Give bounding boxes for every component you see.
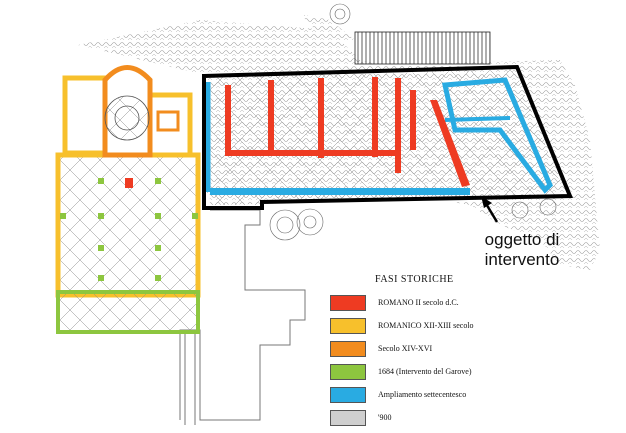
legend-swatch [330,294,366,311]
legend-swatch [330,340,366,357]
intervention-label-line2: intervento [484,250,560,269]
legend-item: Secolo XIV-XVI [330,337,530,360]
legend-items: ROMANO II secolo d.C. ROMANICO XII-XIII s… [330,291,530,429]
legend-item: '900 [330,406,530,429]
tree-icons [269,3,557,241]
modern-annex [179,209,306,425]
legend-item: ROMANICO XII-XIII secolo [330,314,530,337]
arrow-icon [481,196,499,223]
legend-swatch [330,386,366,403]
legend: FASI STORICHE ROMANO II secolo d.C.ROMAN… [330,274,530,429]
legend-label: 1684 (Intervento del Garove) [378,367,472,376]
legend-label: ROMANICO XII-XIII secolo [378,321,474,330]
legend-label: ROMANO II secolo d.C. [378,298,459,307]
legend-label: Secolo XIV-XVI [378,344,433,353]
intervention-label: oggetto di intervento [452,230,592,270]
intervention-building [202,64,573,210]
legend-swatch [330,409,366,426]
legend-item: Ampliamento settecentesco [330,383,530,406]
intervention-outline [202,64,573,210]
legend-swatch [330,317,366,334]
church-plan [55,65,201,334]
legend-item: 1684 (Intervento del Garove) [330,360,530,383]
intervention-label-line1: oggetto di [484,230,560,249]
stair-block [354,31,491,65]
legend-label: Ampliamento settecentesco [378,390,467,399]
legend-item: ROMANO II secolo d.C. [330,291,530,314]
legend-swatch [330,363,366,380]
legend-title: FASI STORICHE [375,274,454,285]
legend-label: '900 [378,413,392,422]
